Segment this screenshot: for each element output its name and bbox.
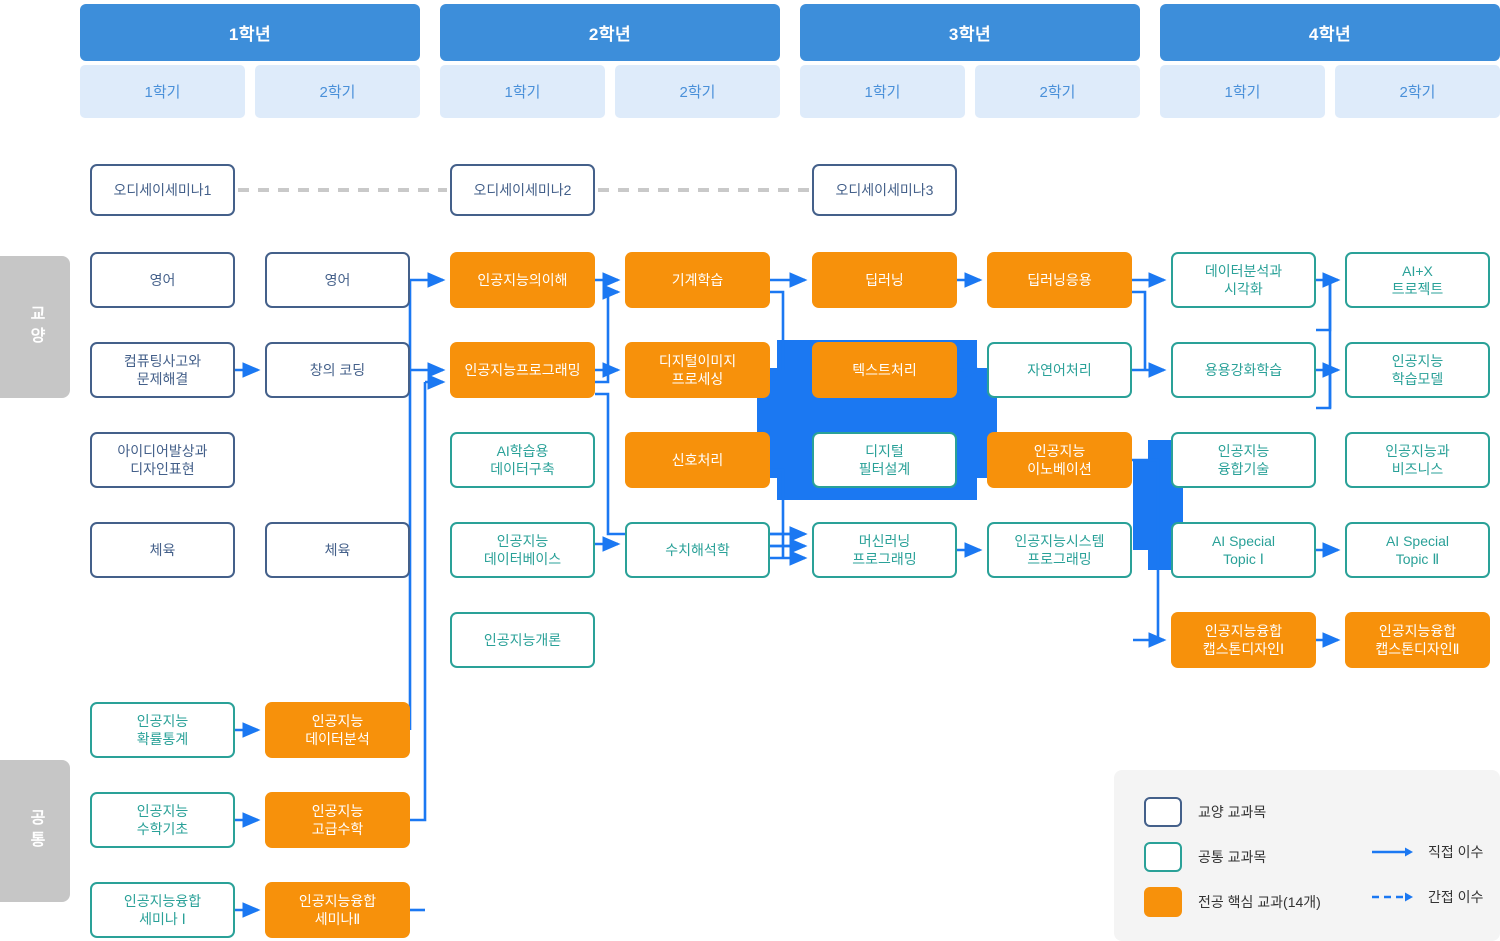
course-box-pe1[interactable]: 체육 [90, 522, 235, 578]
category-tab-gongtong: 공통 [0, 760, 70, 902]
semester-header-4-1: 1학기 [1160, 65, 1325, 118]
course-box-cap1[interactable]: 인공지능융합 캡스톤디자인Ⅰ [1171, 612, 1316, 668]
course-box-matha[interactable]: 인공지능 고급수학 [265, 792, 410, 848]
category-tab-gongtong-label: 공통 [27, 809, 44, 853]
course-box-ccode[interactable]: 창의 코딩 [265, 342, 410, 398]
course-box-mathb[interactable]: 인공지능 수학기초 [90, 792, 235, 848]
year-header-3: 3학년 [800, 4, 1140, 61]
course-box-nlp[interactable]: 자연어처리 [987, 342, 1132, 398]
legend-label-gyoyang: 교양 교과목 [1198, 804, 1267, 820]
year-header-4: 4학년 [1160, 4, 1500, 61]
course-box-semi2[interactable]: 인공지능융합 세미나Ⅱ [265, 882, 410, 938]
course-box-aix[interactable]: AI+X 트로젝트 [1345, 252, 1490, 308]
course-box-dlapp[interactable]: 딥러닝응용 [987, 252, 1132, 308]
solid-arrow-icon [1372, 847, 1413, 857]
legend-panel: 교양 교과목 공통 교과목 전공 핵심 교과(14개) 직접 이수 간접 이수 [1114, 770, 1500, 941]
course-box-numer[interactable]: 수치해석학 [625, 522, 770, 578]
legend-swatch-gongtong [1144, 842, 1182, 872]
course-box-dl[interactable]: 딥러닝 [812, 252, 957, 308]
legend-item-direct: 직접 이수 [1372, 842, 1483, 862]
course-box-ailearn[interactable]: 인공지능 학습모델 [1345, 342, 1490, 398]
course-box-odyssey-seminar-3[interactable]: 오디세이세미나3 [812, 164, 957, 216]
legend-swatch-major [1144, 887, 1182, 917]
semester-header-2-2: 2학기 [615, 65, 780, 118]
legend-label-gongtong: 공통 교과목 [1198, 849, 1267, 865]
course-box-idea[interactable]: 아이디어발상과 디자인표현 [90, 432, 235, 488]
course-box-aiinno[interactable]: 인공지능 이노베이션 [987, 432, 1132, 488]
semester-header-3-1: 1학기 [800, 65, 965, 118]
course-box-aidb[interactable]: 인공지능 데이터베이스 [450, 522, 595, 578]
semester-header-1-1: 1학기 [80, 65, 245, 118]
course-box-semi1[interactable]: 인공지능융합 세미나 Ⅰ [90, 882, 235, 938]
year-header-2: 2학년 [440, 4, 780, 61]
course-box-dataan[interactable]: 인공지능 데이터분석 [265, 702, 410, 758]
course-box-mlprog[interactable]: 머신러닝 프로그래밍 [812, 522, 957, 578]
legend-swatch-gyoyang [1144, 797, 1182, 827]
legend-label-direct: 직접 이수 [1428, 844, 1484, 860]
course-box-dataviz[interactable]: 데이터분석과 시각화 [1171, 252, 1316, 308]
course-box-pe2[interactable]: 체육 [265, 522, 410, 578]
course-box-eng1[interactable]: 영어 [90, 252, 235, 308]
course-box-aibiz[interactable]: 인공지능과 비즈니스 [1345, 432, 1490, 488]
course-box-prob[interactable]: 인공지능 확률통계 [90, 702, 235, 758]
course-box-eng2[interactable]: 영어 [265, 252, 410, 308]
course-box-cap2[interactable]: 인공지능융합 캡스톤디자인Ⅱ [1345, 612, 1490, 668]
semester-header-3-2: 2학기 [975, 65, 1140, 118]
course-box-odyssey-seminar-1[interactable]: 오디세이세미나1 [90, 164, 235, 216]
legend-item-gongtong: 공통 교과목 [1144, 842, 1266, 872]
semester-header-1-2: 2학기 [255, 65, 420, 118]
course-box-odyssey-seminar-2[interactable]: 오디세이세미나2 [450, 164, 595, 216]
category-tab-gyoyang-label: 교양 [27, 305, 44, 349]
course-box-aisys[interactable]: 인공지능시스템 프로그래밍 [987, 522, 1132, 578]
legend-label-major: 전공 핵심 교과(14개) [1198, 894, 1321, 910]
dashed-arrow-icon [1372, 892, 1413, 902]
course-box-dip[interactable]: 디지털이미지 프로세싱 [625, 342, 770, 398]
course-box-text[interactable]: 텍스트처리 [812, 342, 957, 398]
course-box-aiintro[interactable]: 인공지능개론 [450, 612, 595, 668]
legend-item-indirect: 간접 이수 [1372, 887, 1483, 907]
course-box-ast2[interactable]: AI Special Topic Ⅱ [1345, 522, 1490, 578]
course-box-aifusion[interactable]: 인공지능 융합기술 [1171, 432, 1316, 488]
legend-label-indirect: 간접 이수 [1428, 889, 1484, 905]
category-tab-gyoyang: 교양 [0, 256, 70, 398]
legend-item-gyoyang: 교양 교과목 [1144, 797, 1266, 827]
course-box-ast1[interactable]: AI Special Topic Ⅰ [1171, 522, 1316, 578]
course-box-rl[interactable]: 용용강화학습 [1171, 342, 1316, 398]
legend-item-major: 전공 핵심 교과(14개) [1144, 887, 1321, 917]
course-box-sig[interactable]: 신호처리 [625, 432, 770, 488]
course-box-ml[interactable]: 기계학습 [625, 252, 770, 308]
course-box-cthink[interactable]: 컴퓨팅사고와 문제해결 [90, 342, 235, 398]
course-box-dfilter[interactable]: 디지털 필터설계 [812, 432, 957, 488]
course-box-aiprog[interactable]: 인공지능프로그래밍 [450, 342, 595, 398]
semester-header-4-2: 2학기 [1335, 65, 1500, 118]
course-box-aidata[interactable]: AI학습용 데이터구축 [450, 432, 595, 488]
year-header-1: 1학년 [80, 4, 420, 61]
semester-header-2-1: 1학기 [440, 65, 605, 118]
course-box-aiunder[interactable]: 인공지능의이해 [450, 252, 595, 308]
